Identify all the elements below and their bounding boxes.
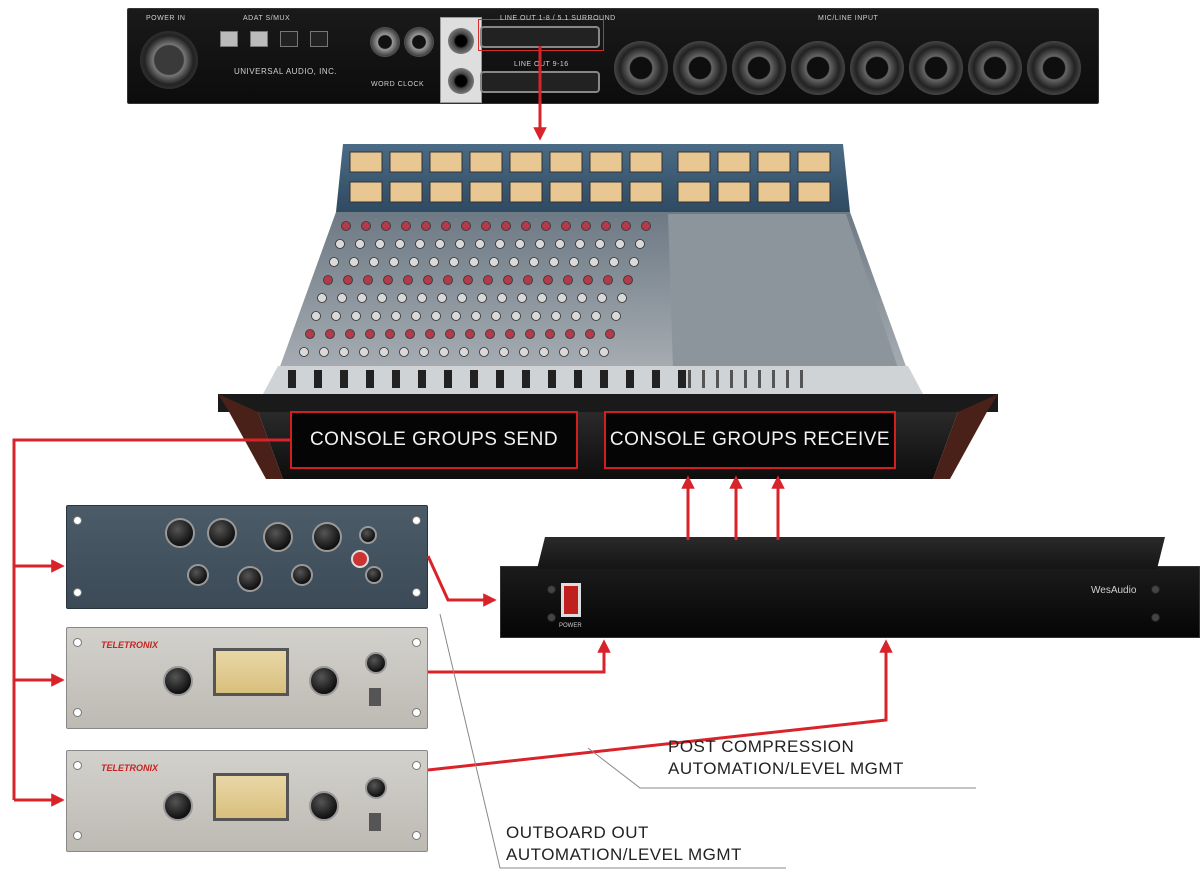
- post-compression-line-2: AUTOMATION/LEVEL MGMT: [668, 758, 904, 780]
- outboard-out-line-2: AUTOMATION/LEVEL MGMT: [506, 844, 742, 866]
- comp1-to-automation-arrow: [428, 642, 604, 672]
- post-compression-line-1: POST COMPRESSION: [668, 736, 904, 758]
- outboard-out-line-1: OUTBOARD OUT: [506, 822, 742, 844]
- groups-send-bus-line: [14, 440, 290, 800]
- post-compression-caption: POST COMPRESSION AUTOMATION/LEVEL MGMT: [668, 736, 904, 780]
- eq-to-automation-arrow: [428, 556, 494, 600]
- outboard-out-caption: OUTBOARD OUT AUTOMATION/LEVEL MGMT: [506, 822, 742, 866]
